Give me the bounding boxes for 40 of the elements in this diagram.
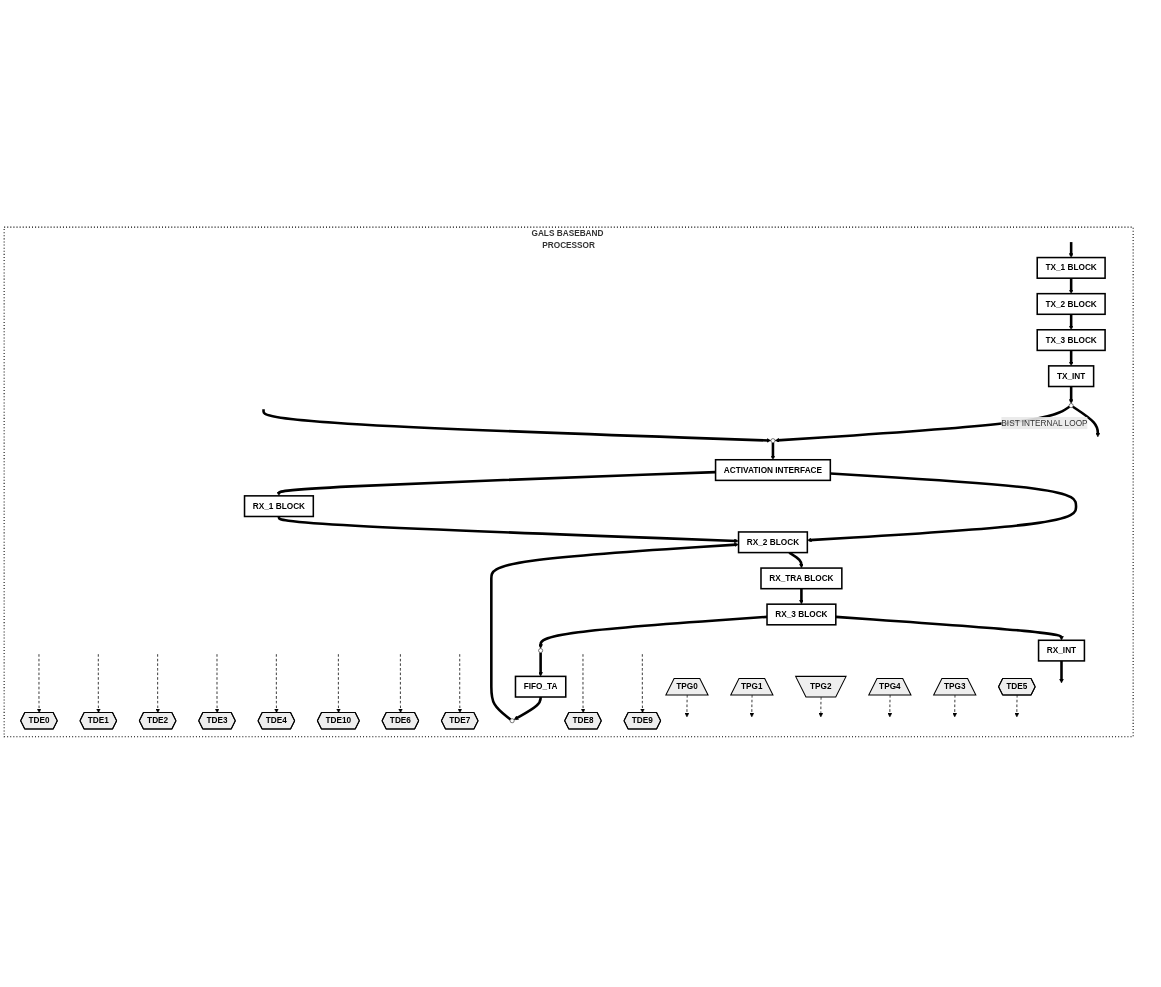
process-box: TX_3 BLOCK — [1036, 329, 1106, 352]
process-box: RX_3 BLOCK — [766, 603, 837, 626]
wide-arrow — [799, 588, 804, 605]
process-box: ACTIVATION INTERFACE — [714, 459, 832, 482]
wide-arrow — [807, 472, 1078, 543]
wide-arrow — [1072, 405, 1101, 438]
wide-arrow — [1059, 661, 1064, 684]
process-box: TX_INT — [1047, 365, 1095, 388]
trapezoid-node: TPG1 — [729, 678, 774, 696]
process-box: RX_TRA BLOCK — [760, 567, 843, 590]
junction-circle — [538, 648, 543, 654]
hexagon-node: TDE10 — [316, 712, 360, 730]
wide-arrow — [538, 652, 543, 677]
hexagon-node: TDE6 — [381, 712, 420, 730]
process-box: FIFO_TA — [514, 675, 567, 698]
wide-arrow — [774, 405, 1071, 443]
process-box: RX_2 BLOCK — [737, 531, 809, 554]
trapezoid-node: TPG4 — [867, 678, 912, 696]
wide-arrow — [276, 471, 716, 497]
process-box: RX_1 BLOCK — [243, 495, 315, 518]
trapezoid-node: TPG2 — [794, 676, 847, 698]
junction-circle — [1068, 403, 1074, 409]
junction-circle — [770, 438, 776, 444]
junction-circle — [509, 718, 515, 724]
process-box: RX_INT — [1037, 639, 1086, 662]
wide-arrow — [835, 615, 1064, 641]
hexagon-node: TDE4 — [257, 712, 296, 730]
wide-arrow — [788, 551, 804, 569]
trapezoid-node: TPG3 — [932, 678, 977, 696]
hexagon-node: TDE9 — [623, 712, 662, 730]
process-box: TX_2 BLOCK — [1036, 293, 1106, 316]
edge-label: BIST INTERNAL LOOP — [1001, 417, 1088, 430]
wide-arrow — [538, 615, 768, 649]
trapezoid-node: TPG0 — [665, 678, 709, 696]
wide-arrow — [262, 409, 772, 443]
wide-arrow — [277, 515, 739, 544]
wide-arrow — [490, 542, 739, 721]
process-box: TX_1 BLOCK — [1036, 257, 1106, 280]
hexagon-node: TDE2 — [138, 712, 177, 730]
wide-arrow — [513, 697, 542, 721]
